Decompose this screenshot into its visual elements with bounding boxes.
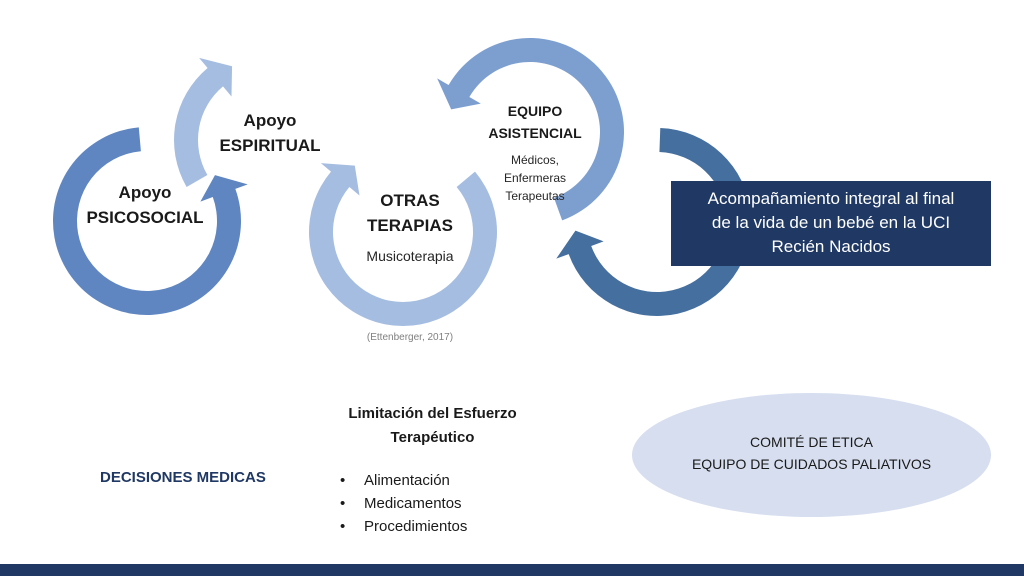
ring-otras-terapias [309,163,497,326]
apoyo-espiritual-label: Apoyo ESPIRITUAL [219,111,321,155]
equipo-asistencial-label: EQUIPO ASISTENCIAL [488,103,582,141]
ring-psicosocial [52,127,248,315]
limitacion-list: Alimentación Medicamentos Procedimientos [338,469,467,538]
list-item: Alimentación [338,469,467,492]
musicoterapia-label: Musicoterapia [366,248,454,264]
list-item: Medicamentos [338,492,467,515]
decisiones-medicas-label: DECISIONES MEDICAS [100,469,266,486]
apoyo-psicosocial-label: Apoyo PSICOSOCIAL [86,183,204,227]
citation: (Ettenberger, 2017) [366,332,454,343]
ring-espiritual [174,57,233,187]
footer-bar [0,564,1024,576]
otras-terapias-label: OTRAS TERAPIAS [367,191,453,235]
limitacion-title: Limitación del Esfuerzo Terapéutico [348,405,517,446]
comite-ellipse [632,393,991,517]
list-item: Procedimientos [338,515,467,538]
comite-text: COMITÉ DE ETICA EQUIPO DE CUIDADOS PALIA… [691,434,932,472]
equipo-members-label: Médicos, Enfermeras Terapeutas [503,153,567,203]
ring-acompanamiento [556,128,752,316]
acompanamiento-box: Acompañamiento integral al final de la v… [671,181,991,266]
